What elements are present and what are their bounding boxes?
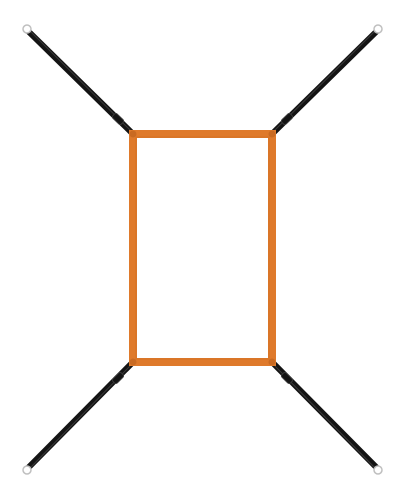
frame-corner-bottom-right bbox=[268, 358, 276, 366]
strap-bottom-left bbox=[22, 359, 136, 475]
frame-corner-top-left bbox=[129, 130, 137, 138]
strap-top-right bbox=[269, 24, 383, 137]
strap-bottom-right bbox=[269, 359, 383, 475]
orange-frame bbox=[129, 130, 276, 366]
strap-top-left bbox=[22, 24, 136, 137]
frame-corner-bottom-left bbox=[129, 358, 137, 366]
frame-corner-top-right bbox=[268, 130, 276, 138]
